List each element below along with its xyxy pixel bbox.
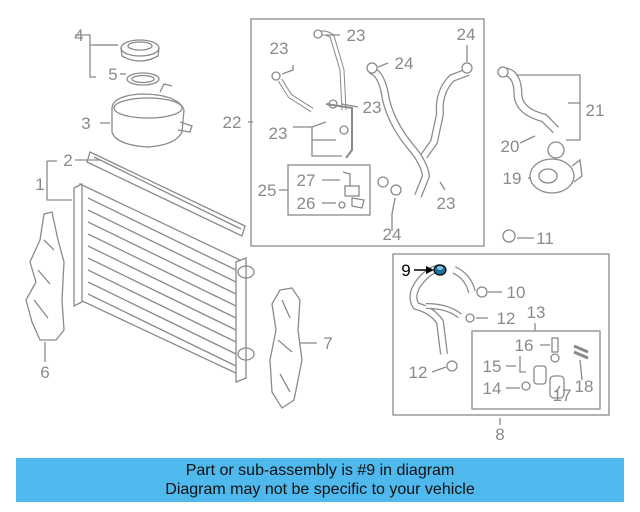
callout-6: 6 <box>40 363 49 382</box>
callout-23b: 23 <box>270 39 289 58</box>
callout-2: 2 <box>63 151 72 170</box>
callout-21: 21 <box>586 101 605 120</box>
callout-23a: 23 <box>347 26 366 45</box>
reservoir-cap <box>120 39 160 62</box>
callout-23d: 23 <box>269 124 288 143</box>
clamp-11 <box>502 229 516 243</box>
box-13 <box>471 330 601 410</box>
callout-26: 26 <box>297 194 316 213</box>
callout-10: 10 <box>507 283 526 302</box>
callout-13: 13 <box>527 303 546 322</box>
box-8 <box>392 253 610 416</box>
callout-8: 8 <box>495 425 504 444</box>
callout-3: 3 <box>81 114 90 133</box>
callout-15: 15 <box>483 357 502 376</box>
callout-23e: 23 <box>437 194 456 213</box>
callout-12a: 12 <box>497 309 516 328</box>
right-air-guide <box>269 287 303 409</box>
callout-4: 4 <box>74 26 83 45</box>
notice-banner: Part or sub-assembly is #9 in diagram Di… <box>16 458 624 502</box>
callout-23c: 23 <box>363 98 382 117</box>
callout-11: 11 <box>536 229 554 248</box>
left-air-guide <box>25 211 65 341</box>
callout-5: 5 <box>108 65 117 84</box>
hose-22a <box>315 30 347 111</box>
cooling-system-diagram: 1 2 3 4 5 6 7 8 9 10 11 12 12 13 14 15 1… <box>25 18 610 444</box>
callout-1: 1 <box>35 175 44 194</box>
callout-25: 25 <box>258 181 277 200</box>
callout-16: 16 <box>515 336 534 355</box>
callout-19: 19 <box>503 169 522 188</box>
callout-22: 22 <box>223 113 242 132</box>
water-pump-19 <box>529 141 583 194</box>
callout-14: 14 <box>483 379 502 398</box>
callout-7: 7 <box>323 334 332 353</box>
callout-12b: 12 <box>409 363 428 382</box>
coolant-reservoir <box>111 83 193 148</box>
callout-27: 27 <box>297 171 316 190</box>
callout-24c: 24 <box>383 225 402 244</box>
callout-17: 17 <box>553 386 572 405</box>
callout-24a: 24 <box>395 54 414 73</box>
reservoir-seal <box>126 72 160 86</box>
callout-20: 20 <box>501 137 520 156</box>
callout-9[interactable]: 9 <box>401 261 410 280</box>
callout-24b: 24 <box>457 25 476 44</box>
radiator <box>73 182 255 383</box>
banner-disclaimer-line: Diagram may not be specific to your vehi… <box>165 481 475 498</box>
box-22 <box>250 18 485 247</box>
callout-18: 18 <box>575 377 594 396</box>
banner-part-line: Part or sub-assembly is #9 in diagram <box>185 462 455 479</box>
